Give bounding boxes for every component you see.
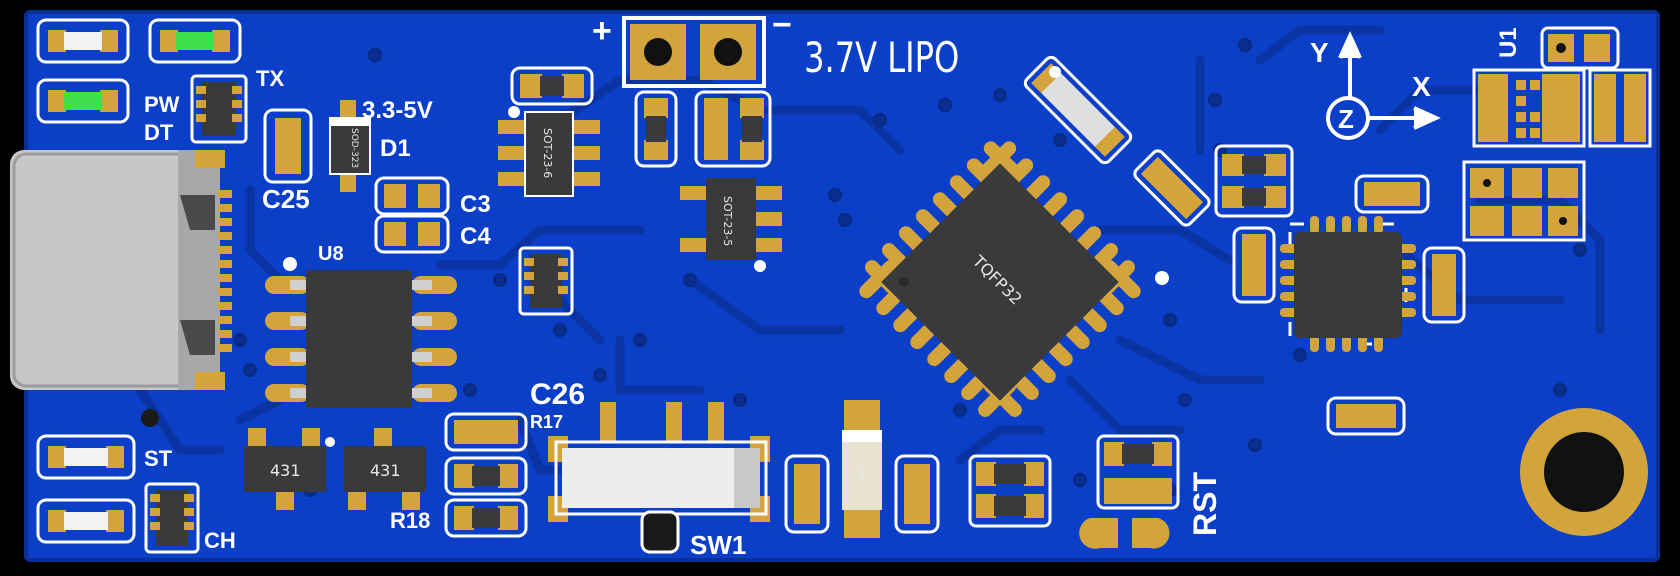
led-green-top (148, 18, 242, 64)
capacitor-c4 (374, 214, 450, 254)
resistor-array-bottom (144, 482, 200, 554)
ic-431-left: 431 (244, 428, 326, 510)
led-tx (36, 18, 130, 64)
capacitor-sensor-below (1326, 396, 1406, 436)
pcb-substrate (26, 12, 1658, 560)
ic-u1 (1472, 68, 1652, 148)
led-st (36, 434, 136, 480)
label-r18: R18 (390, 508, 430, 533)
label-c26: C26 (530, 378, 585, 411)
led-pw (36, 78, 130, 124)
label-st: ST (144, 446, 173, 471)
connector-4pin-right (1462, 160, 1586, 242)
battery-header (622, 16, 766, 88)
reset-resistors (1096, 434, 1180, 510)
pkg-sot23-6: SOT-23-6 (541, 128, 554, 178)
capacitor-right-vert (1232, 226, 1276, 304)
pkg-431-left: 431 (270, 461, 301, 480)
resistor-r18a (444, 456, 528, 496)
sensor-qfn (1280, 216, 1416, 352)
label-sw1: SW1 (690, 530, 746, 560)
capacitor-below-minus (694, 90, 772, 168)
label-c3: C3 (460, 191, 491, 218)
label-dt: DT (144, 120, 174, 145)
capacitor-pair-right (1214, 144, 1294, 218)
label-battery: 3.7V LIPO (804, 34, 959, 82)
axis-indicator (1326, 31, 1441, 140)
label-axis-z: Z (1338, 104, 1354, 134)
capacitor-c25 (263, 108, 313, 184)
switch-sw1 (548, 402, 770, 554)
label-tx: TX (256, 66, 284, 91)
label-r17: R17 (530, 412, 563, 432)
connector-u1-top (1540, 26, 1620, 70)
reset-pads (1079, 518, 1170, 549)
label-u8: U8 (318, 243, 344, 265)
pkg-431-right: 431 (370, 461, 401, 480)
label-c4: C4 (460, 223, 491, 250)
capacitor-right-top (1354, 174, 1430, 214)
capacitor-sensor-right (1422, 246, 1466, 324)
ic-431-right: 431 (344, 428, 426, 510)
resistor-r18b (444, 498, 528, 538)
usb-c-connector (10, 150, 232, 427)
capacitor-bottom-b (894, 454, 940, 534)
label-axis-y: Y (1310, 37, 1329, 68)
label-volt: 3.3-5V (362, 97, 433, 124)
mounting-hole (1520, 408, 1648, 536)
label-u1: U1 (1495, 27, 1522, 58)
ic-sot23-5: SOT-23-5 (680, 178, 782, 272)
label-axis-x: X (1412, 71, 1431, 102)
capacitor-below-plus (634, 90, 678, 168)
resistor-array-mid (518, 246, 574, 316)
pkg-case-a: CASE A (857, 458, 867, 492)
resistor-r17 (444, 412, 528, 452)
label-ch: CH (204, 528, 236, 553)
label-rst: RST (1187, 472, 1223, 536)
label-pw: PW (144, 92, 180, 117)
resistor-pair-bottom (968, 454, 1052, 528)
ic-sot23-6: SOT-23-6 (498, 106, 600, 197)
capacitor-tantalum: CASE A (842, 400, 882, 538)
capacitor-c3 (374, 176, 450, 216)
capacitor-bottom-a (784, 454, 830, 534)
crystal (1023, 55, 1133, 165)
label-minus: − (772, 6, 792, 44)
capacitor-crystal (1133, 149, 1211, 227)
resistor-array-top (190, 74, 248, 144)
label-plus: + (592, 12, 612, 50)
diode-d1: SOD-323 (329, 100, 371, 192)
capacitor-top-mid (510, 66, 594, 106)
pkg-sod323: SOD-323 (349, 128, 359, 168)
label-c25: C25 (262, 184, 310, 214)
led-ch (36, 498, 136, 544)
vias (233, 38, 1587, 497)
label-d1: D1 (380, 135, 411, 162)
ic-u8 (265, 270, 457, 408)
pkg-sot23-5: SOT-23-5 (721, 196, 734, 246)
